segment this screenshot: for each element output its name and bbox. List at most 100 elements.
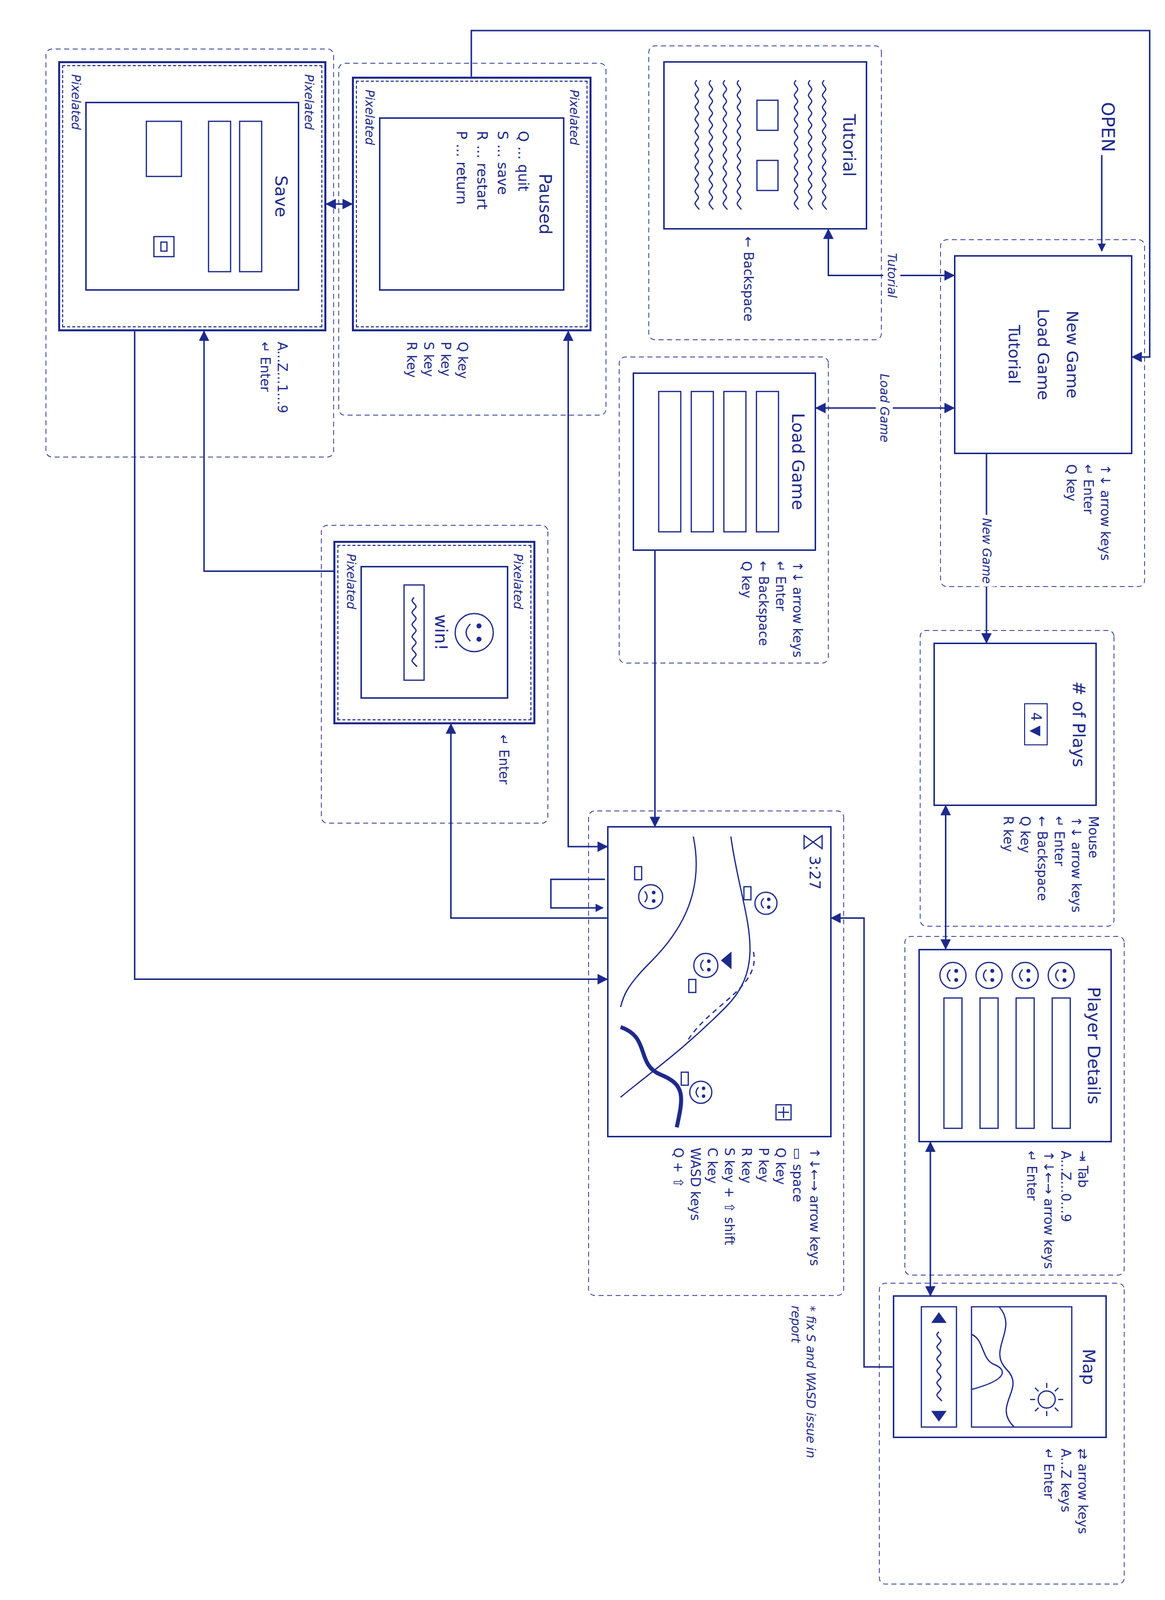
label-group: ⇥ TabA...Z...0...9↑↓←→ arrow keys↵ Enter [1023,1150,1092,1269]
flow-connector [326,203,352,206]
self-loop [550,879,606,908]
drawing-part [921,1306,957,1428]
drawing-part [658,391,681,532]
drawing-part [620,836,750,1098]
drawing-part [976,962,1003,989]
label-group: A...Z...1...9↵ Enter [256,341,291,414]
screen-title-text: Save [270,175,293,218]
screen-box: Tutorial [663,61,868,230]
game-screen: 3:27 [607,826,832,1138]
drawing-part [1038,1391,1056,1409]
drawing-part [1045,1383,1048,1389]
label-group: ↵ Enter [495,734,513,785]
pixel-frame: PixelatedSavePixelated [58,61,327,332]
drawing-part [1052,998,1071,1129]
drawing-part [991,978,994,982]
drawing-part [1055,969,1059,982]
drawing-part [693,953,718,978]
screen-illustration [401,582,427,683]
label-group: ← Backspace [739,236,757,322]
menu-screen: New GameLoad GameTutorial [953,255,1133,455]
drawing-part [652,899,656,903]
drawing-part [208,121,231,272]
screen-box: win! [360,565,509,699]
key-hint: Q key [1016,816,1034,913]
key-hint: Q key [771,1147,790,1266]
flow-connector [944,806,947,949]
drawing-part [638,884,663,909]
flow-connector [204,331,334,571]
drawing-part [943,998,962,1129]
drawing-part [756,160,779,191]
key-hint: ← Backspace [754,560,772,658]
drawing-part [767,905,770,908]
key-hint: WASD keys [686,1147,704,1266]
drawing-part [696,1087,699,1098]
drawing-part [954,978,958,982]
drawing-part [954,969,958,973]
drawing-part [1063,978,1066,982]
drawing-part [947,969,951,982]
screen-title-text: Player Details [1083,987,1105,1105]
drawing-part [999,1306,1015,1428]
key-hint: ↵ Enter [771,560,790,658]
screen-box: # of Plays4 ▼ [933,642,1097,807]
drawing-part [477,624,482,629]
drawing-part [991,969,994,973]
drawing-part [160,242,167,252]
screen-illustration [648,386,784,537]
start-label: OPEN [1096,102,1119,153]
drawing-part [808,80,813,210]
drawing-part [466,624,471,642]
drawing-part [1063,969,1066,973]
drawing-part [804,835,823,849]
drawing-part [146,121,182,177]
key-hint: R key [999,816,1017,913]
menu-line-text: P ... return [452,130,471,205]
screen-title-text: Paused [534,173,557,235]
label-group: OPEN [1096,102,1119,153]
drawing-part [756,391,779,532]
dashed-region [46,49,334,458]
drawing-part [153,236,174,257]
drawing-part [939,962,966,989]
flow-connector [451,724,608,919]
dashed-region [920,630,1115,927]
win-text-text: win! [430,614,453,651]
edge-label: Tutorial [883,250,901,301]
hourglass-icon [803,834,824,850]
screen-illustration [688,70,835,221]
drawing-part [1030,1399,1036,1401]
drawing-part [775,1104,792,1120]
drawing-part [723,80,728,210]
dashed-region [338,63,607,416]
label-group: Mouse↑↓ arrow keys↵ Enter← BackspaceQ ke… [999,816,1102,913]
drawing-part [754,892,778,915]
drawing-part [239,121,262,272]
menu-item-text: Load Game [1033,308,1054,401]
drawing-part [707,959,711,963]
key-hint: ↑↓ arrow keys [789,560,807,658]
screen-title-text: # of Plays [1067,681,1090,768]
key-hint: ↵ Enter [1040,1448,1058,1535]
key-hint: ↵ Enter [495,734,513,785]
key-hint: Q + ⇧ [669,1147,687,1266]
key-hint: ↑↓←→ arrow keys [1040,1150,1058,1269]
drawing-part [695,80,700,210]
drawing-part [1048,962,1075,989]
drawing-part [1034,1407,1039,1412]
key-hint: ⇄ arrow keys [1074,1448,1092,1535]
drawing-part [709,80,714,210]
menu-line-text: S ... save [493,130,512,196]
key-hint: ↑↓ arrow keys [1096,464,1114,561]
pixel-frame: PixelatedPausedQ ... quitS ... saveR ...… [351,76,592,332]
key-hint: P key [754,1147,772,1266]
drawing-part [707,968,711,972]
drawing-part [477,637,482,642]
drawing-part [1027,969,1030,973]
key-hint: S key + ⇧ shift [720,1147,738,1266]
key-hint: C key [703,1147,721,1266]
pixel-frame: Pixelatedwin!Pixelated [333,540,536,725]
drawing-part [652,891,656,894]
